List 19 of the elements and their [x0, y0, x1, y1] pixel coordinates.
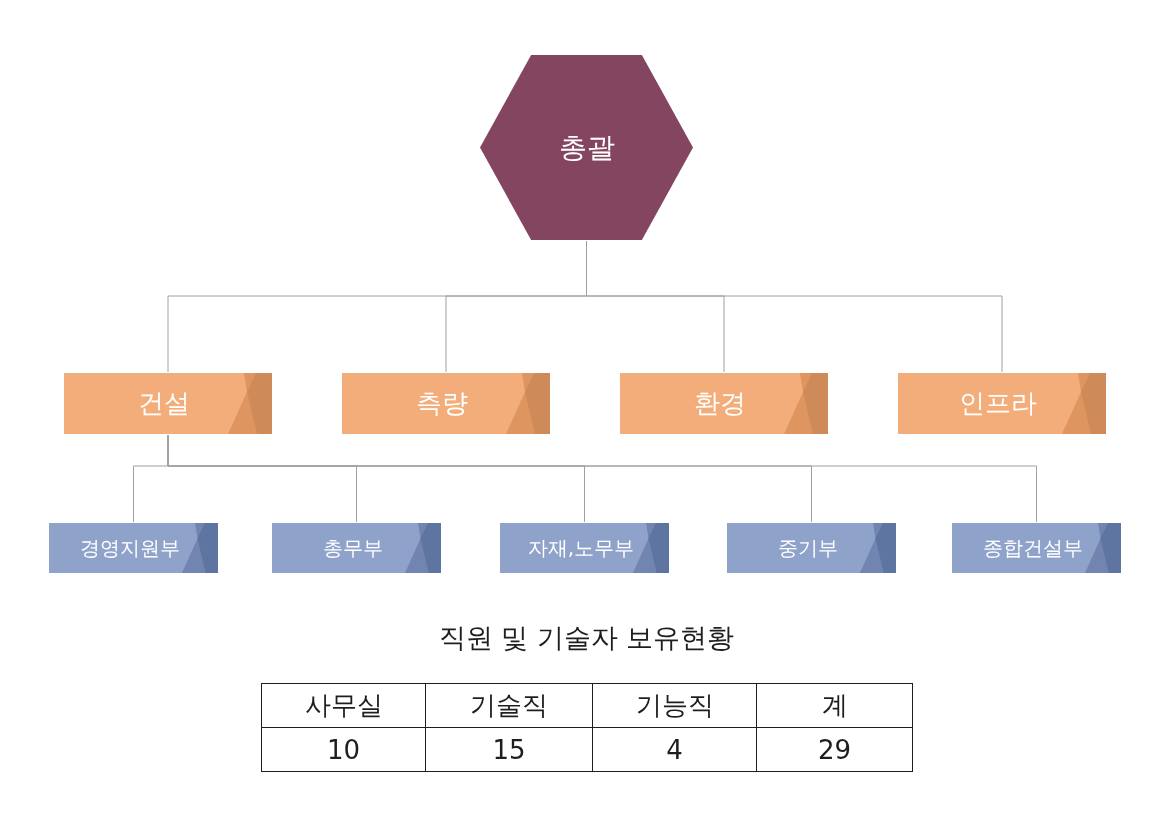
data-cell: 4 — [592, 727, 757, 772]
division-box: 인프라 — [898, 373, 1106, 434]
division-box: 건설 — [64, 373, 272, 434]
table-title: 직원 및 기술자 보유현황 — [437, 621, 736, 655]
department-box: 자재,노무부 — [500, 523, 669, 573]
data-cell: 29 — [756, 727, 913, 772]
header-cell: 계 — [756, 683, 913, 728]
division-box: 환경 — [620, 373, 828, 434]
department-box: 중기부 — [727, 523, 896, 573]
department-box: 경영지원부 — [49, 523, 218, 573]
department-box: 총무부 — [272, 523, 441, 573]
data-cell: 10 — [261, 727, 426, 772]
header-cell: 기술직 — [425, 683, 593, 728]
hexagon-node: 총괄 — [480, 55, 693, 240]
data-cell: 15 — [425, 727, 593, 772]
division-box: 측량 — [342, 373, 550, 434]
header-cell: 기능직 — [592, 683, 757, 728]
department-box: 종합건설부 — [952, 523, 1121, 573]
header-cell: 사무실 — [261, 683, 426, 728]
